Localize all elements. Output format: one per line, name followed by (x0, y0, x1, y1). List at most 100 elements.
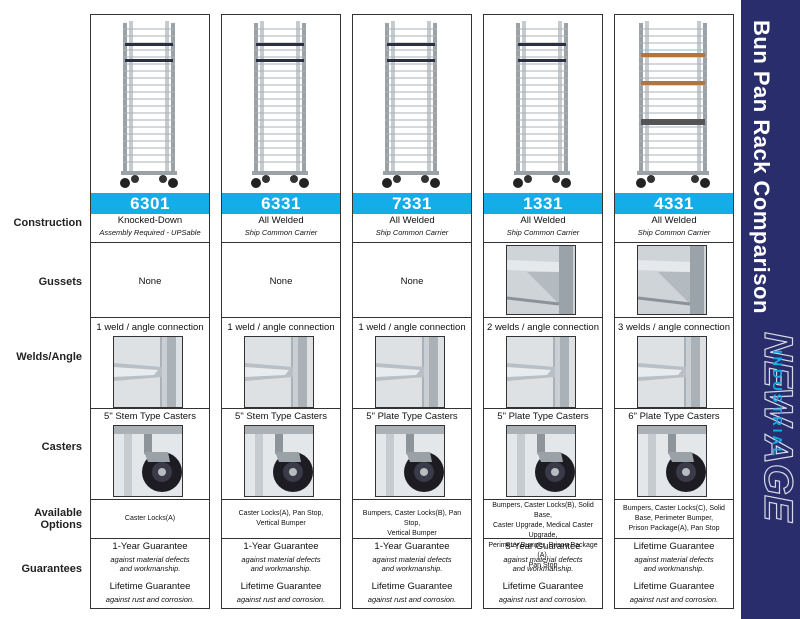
construction-type: All Welded (258, 215, 304, 226)
row-label-welds: Welds/Angle (16, 351, 82, 363)
guarantee-note: against material defects and workmanship… (241, 555, 321, 573)
row-label-construction: Construction (13, 217, 82, 229)
weld-photo (375, 336, 445, 408)
model-number: 1331 (484, 193, 602, 214)
option-line: Vertical Bumper (256, 520, 306, 527)
weld-photo (637, 336, 707, 408)
model-number: 7331 (353, 193, 471, 214)
row-divider (91, 317, 209, 318)
caster-photo (506, 425, 576, 497)
rack-photo (513, 21, 571, 188)
welds-value: 1 weld / angle connection (358, 322, 466, 333)
option-line: Perimeter Bumper, Prison Package (A), (488, 542, 598, 559)
row-divider (615, 538, 733, 539)
weld-photo (113, 336, 183, 408)
logo-industrial-text: INDUSTRIAL (770, 350, 785, 459)
row-divider (615, 499, 733, 500)
lifetime-guarantee-note: against rust and corrosion. (105, 595, 195, 604)
caster-photo (244, 425, 314, 497)
row-divider (353, 242, 471, 243)
row-divider (353, 317, 471, 318)
gusset-photo (637, 245, 707, 315)
row-divider (222, 499, 340, 500)
guarantee-title: 1-Year Guarantee (112, 541, 188, 552)
casters-value: 5" Plate Type Casters (497, 411, 589, 422)
gussets-value: None (400, 276, 424, 287)
row-divider (91, 499, 209, 500)
row-label-options-line1: Available (34, 507, 82, 519)
row-label-casters: Casters (41, 441, 82, 453)
row-divider (353, 499, 471, 500)
brand-logo: NEW AGE INDUSTRIAL (741, 330, 800, 610)
row-divider (353, 408, 471, 409)
construction-type: All Welded (389, 215, 435, 226)
row-divider (222, 538, 340, 539)
casters-value: 6" Plate Type Casters (628, 411, 720, 422)
model-number: 4331 (615, 193, 733, 214)
construction-type: All Welded (651, 215, 697, 226)
option-line: Vertical Bumper (387, 530, 437, 537)
construction-note: Ship Common Carrier (375, 228, 449, 237)
row-divider (91, 538, 209, 539)
row-divider (615, 408, 733, 409)
option-line: Caster Upgrade, Medical Caster Upgrade, (493, 522, 593, 539)
gusset-photo (506, 245, 576, 315)
guarantee-note: against material defects and workmanship… (634, 555, 714, 573)
options-list: Caster Locks(A) (94, 514, 206, 524)
model-number: 6301 (91, 193, 209, 214)
lifetime-guarantee-note: against rust and corrosion. (367, 595, 457, 604)
row-divider (484, 538, 602, 539)
casters-value: 5" Stem Type Casters (104, 411, 196, 422)
option-line: Pan Stop (528, 562, 558, 569)
construction-type: Knocked-Down (117, 215, 183, 226)
guarantee-title: 5-Year Guarantee (505, 541, 581, 552)
sidebar-band (741, 0, 800, 619)
construction-type: All Welded (520, 215, 566, 226)
row-label-options-line2: Options (40, 519, 82, 531)
row-label-gussets: Gussets (38, 276, 82, 288)
logo-new-age-text: NEW AGE (756, 332, 800, 523)
model-number: 6331 (222, 193, 340, 214)
guarantee-note: against material defects and workmanship… (110, 555, 190, 573)
lifetime-guarantee-note: against rust and corrosion. (629, 595, 719, 604)
welds-value: 1 weld / angle connection (227, 322, 335, 333)
construction-note: Ship Common Carrier (244, 228, 318, 237)
lifetime-guarantee-title: Lifetime Guarantee (633, 581, 715, 592)
lifetime-guarantee-title: Lifetime Guarantee (502, 581, 584, 592)
row-divider (222, 317, 340, 318)
casters-value: 5" Stem Type Casters (235, 411, 327, 422)
row-divider (484, 317, 602, 318)
row-label-options: Available Options (0, 507, 82, 531)
guarantee-title: 1-Year Guarantee (374, 541, 450, 552)
caster-photo (637, 425, 707, 497)
guarantee-note: against material defects and workmanship… (372, 555, 452, 573)
row-divider (91, 408, 209, 409)
welds-value: 1 weld / angle connection (96, 322, 204, 333)
construction-note: Assembly Required - UPSable (99, 228, 201, 237)
rack-photo (120, 21, 178, 188)
lifetime-guarantee-title: Lifetime Guarantee (371, 581, 453, 592)
lifetime-guarantee-note: against rust and corrosion. (236, 595, 326, 604)
lifetime-guarantee-title: Lifetime Guarantee (240, 581, 322, 592)
lifetime-guarantee-title: Lifetime Guarantee (109, 581, 191, 592)
construction-note: Ship Common Carrier (506, 228, 580, 237)
options-list: Bumpers, Caster Locks(B), Pan Stop,Verti… (356, 509, 468, 539)
welds-value: 3 welds / angle connection (618, 322, 730, 333)
construction-note: Ship Common Carrier (637, 228, 711, 237)
option-line: Bumpers, Caster Locks(C), Solid (623, 505, 725, 512)
row-divider (484, 242, 602, 243)
weld-photo (506, 336, 576, 408)
caster-photo (375, 425, 445, 497)
option-line: Prison Package(A), Pan Stop (628, 525, 720, 532)
rack-photo (251, 21, 309, 188)
options-list: Bumpers, Caster Locks(B), Solid Base, Cas… (487, 501, 599, 571)
guarantee-note: against material defects and workmanship… (503, 555, 583, 573)
option-line: Caster Locks(A), Pan Stop, (238, 510, 324, 517)
row-divider (353, 538, 471, 539)
option-line: Caster Locks(A) (124, 515, 176, 522)
option-line: Bumpers, Caster Locks(B), Solid Base, (492, 502, 594, 519)
